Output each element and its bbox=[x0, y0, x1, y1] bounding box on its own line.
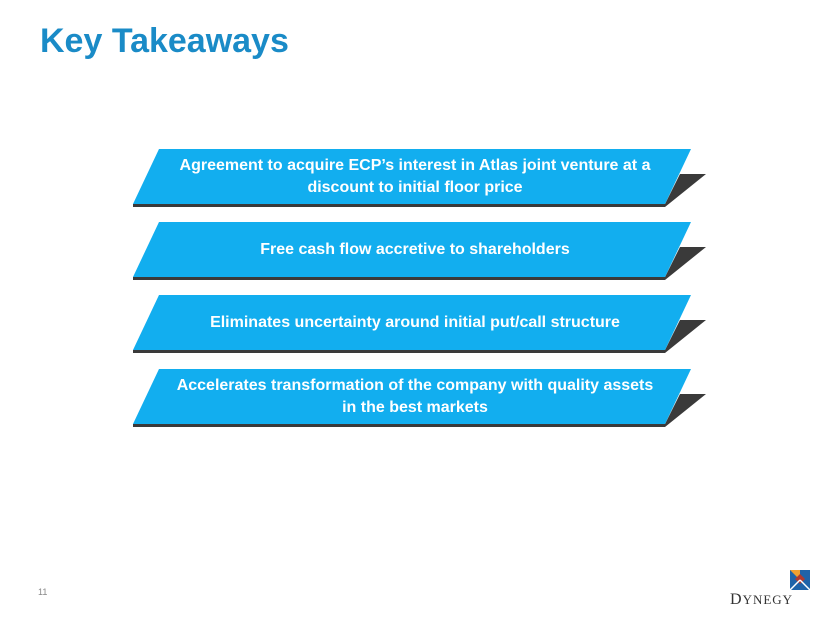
banner-shape bbox=[133, 149, 706, 207]
banner-shape bbox=[133, 222, 706, 280]
takeaway-text: Eliminates uncertainty around initial pu… bbox=[210, 313, 620, 331]
takeaway-text: Agreement to acquire ECP’s interest in A… bbox=[179, 156, 651, 196]
takeaway-text: Accelerates transformation of the compan… bbox=[176, 376, 654, 416]
dynegy-logo: DYNEGY bbox=[730, 570, 820, 615]
takeaway-banner-4: Accelerates transformation of the compan… bbox=[0, 369, 830, 439]
page-title: Key Takeaways bbox=[40, 22, 289, 60]
logo-text: DYNEGY bbox=[730, 591, 794, 608]
takeaway-banner-2: Free cash flow accretive to shareholders bbox=[0, 222, 830, 292]
logo-mark-icon bbox=[790, 570, 810, 590]
page-number: 11 bbox=[38, 587, 48, 597]
banner-shape bbox=[133, 295, 706, 353]
takeaway-text: Free cash flow accretive to shareholders bbox=[260, 240, 570, 258]
takeaway-banner-1: Agreement to acquire ECP’s interest in A… bbox=[0, 149, 830, 219]
banner-shape bbox=[133, 369, 706, 427]
takeaway-banner-3: Eliminates uncertainty around initial pu… bbox=[0, 295, 830, 365]
